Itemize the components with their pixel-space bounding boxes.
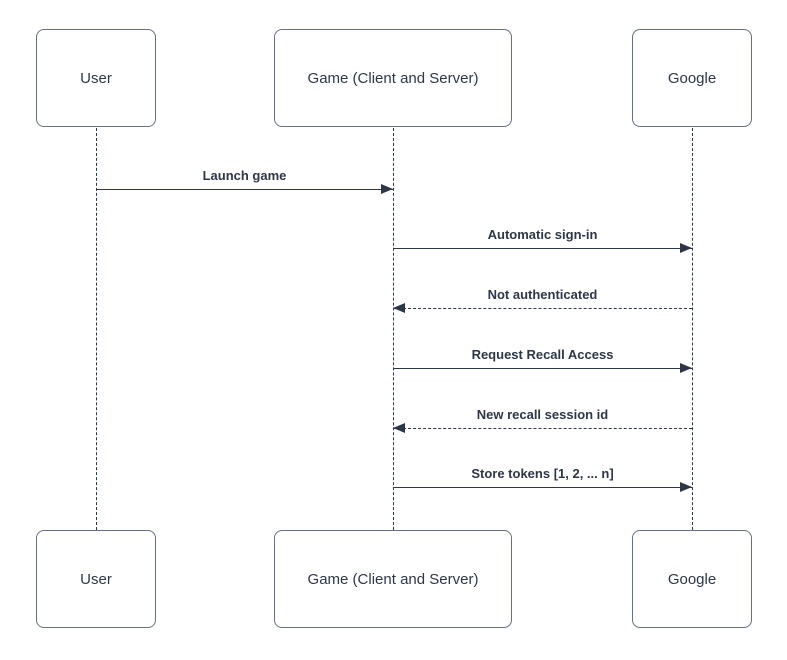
message-launch-game: Launch game — [96, 164, 393, 194]
message-label: Automatic sign-in — [487, 227, 598, 242]
actor-label: Game (Client and Server) — [307, 69, 479, 87]
arrowhead-left-icon — [393, 303, 405, 313]
message-label: Not authenticated — [487, 287, 598, 302]
message-line — [393, 487, 692, 488]
message-line — [96, 189, 393, 190]
actor-bottom-user: User — [36, 530, 156, 628]
lifeline-game — [392, 128, 394, 530]
arrowhead-right-icon — [381, 184, 393, 194]
message-line — [393, 368, 692, 369]
message-line — [393, 428, 692, 429]
actor-top-google: Google — [632, 29, 752, 127]
actor-label: Game (Client and Server) — [307, 570, 479, 588]
message-line — [393, 308, 692, 309]
actor-top-game: Game (Client and Server) — [274, 29, 512, 127]
message-new-recall-session-id: New recall session id — [393, 403, 692, 433]
message-label: Request Recall Access — [471, 347, 614, 362]
message-not-authenticated: Not authenticated — [393, 283, 692, 313]
actor-bottom-game: Game (Client and Server) — [274, 530, 512, 628]
arrowhead-right-icon — [680, 243, 692, 253]
actor-label: Google — [667, 570, 717, 588]
lifeline-user — [95, 128, 97, 530]
message-label: Launch game — [202, 168, 287, 183]
lifeline-google — [691, 128, 693, 530]
message-automatic-sign-in: Automatic sign-in — [393, 223, 692, 253]
actor-label: User — [80, 69, 112, 87]
actor-label: Google — [667, 69, 717, 87]
message-store-tokens: Store tokens [1, 2, ... n] — [393, 462, 692, 492]
actor-bottom-google: Google — [632, 530, 752, 628]
arrowhead-right-icon — [680, 363, 692, 373]
arrowhead-right-icon — [680, 482, 692, 492]
message-label: Store tokens [1, 2, ... n] — [471, 466, 614, 481]
message-label: New recall session id — [476, 407, 609, 422]
message-request-recall-access: Request Recall Access — [393, 343, 692, 373]
message-line — [393, 248, 692, 249]
actor-label: User — [80, 570, 112, 588]
actor-top-user: User — [36, 29, 156, 127]
arrowhead-left-icon — [393, 423, 405, 433]
